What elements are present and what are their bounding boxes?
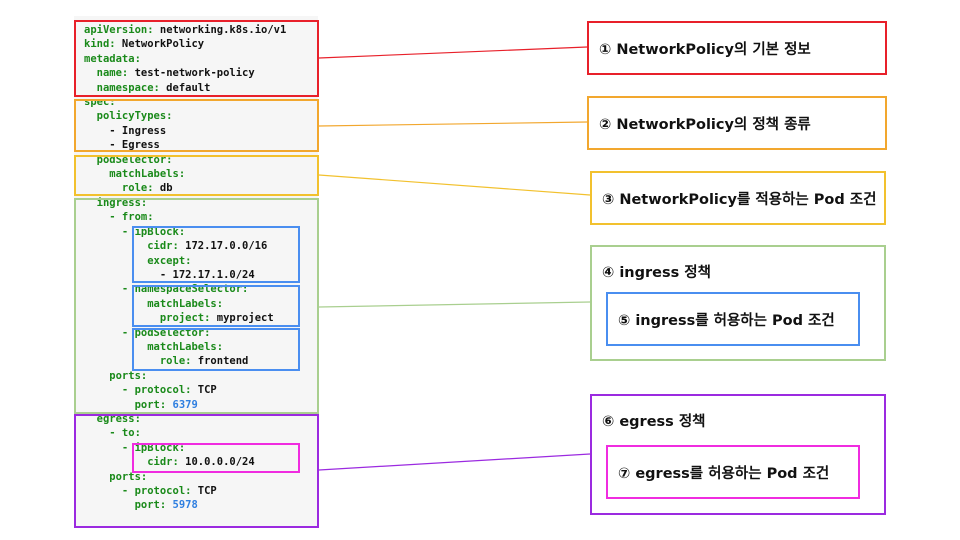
yaml-value: default bbox=[159, 81, 211, 94]
yaml-key: namespace: bbox=[84, 81, 160, 94]
yaml-number: 6379 bbox=[166, 398, 198, 411]
yaml-value: 10.0.0.0/24 bbox=[178, 456, 255, 469]
code-line: - protocol: TCP bbox=[84, 383, 286, 397]
pod-selector-section-box bbox=[74, 155, 319, 196]
ingress-pod-selector-box bbox=[132, 328, 300, 371]
code-line: port: 5978 bbox=[84, 498, 286, 512]
code-line: - Ingress bbox=[84, 124, 286, 138]
code-line: - protocol: TCP bbox=[84, 484, 286, 498]
code-line: port: 6379 bbox=[84, 398, 286, 412]
yaml-value: myproject bbox=[210, 312, 274, 325]
yaml-key: apiVersion: bbox=[84, 24, 154, 36]
label-egress-pods: ⑦ egress를 허용하는 Pod 조건 bbox=[606, 445, 860, 499]
yaml-value: - Egress bbox=[84, 139, 160, 152]
yaml-value: 172.17.0.0/16 bbox=[178, 240, 268, 253]
yaml-key: metadata: bbox=[84, 52, 141, 65]
code-line: metadata: bbox=[84, 52, 286, 66]
yaml-key: - to: bbox=[84, 427, 141, 440]
yaml-key: policyTypes: bbox=[84, 110, 173, 123]
yaml-value: frontend bbox=[191, 355, 249, 368]
yaml-key: cidr: bbox=[84, 456, 179, 469]
code-line: cidr: 10.0.0.0/24 bbox=[84, 455, 286, 469]
egress-section-box bbox=[74, 414, 319, 528]
code-line: role: db bbox=[84, 181, 286, 195]
egress-ipblock-box bbox=[132, 443, 300, 473]
ingress-section-box bbox=[74, 198, 319, 414]
ingress-ipblock-box bbox=[132, 226, 300, 283]
policy-types-section-box bbox=[74, 99, 319, 152]
yaml-key: ports: bbox=[84, 470, 148, 483]
code-line: ports: bbox=[84, 369, 286, 383]
yaml-value: - Ingress bbox=[84, 124, 167, 137]
code-line: - to: bbox=[84, 426, 286, 440]
ingress-policy-title: ④ ingress 정책 bbox=[602, 265, 711, 281]
connector-egress bbox=[318, 453, 591, 471]
label-pod-selector: ③ NetworkPolicy를 적용하는 Pod 조건 bbox=[590, 171, 886, 225]
label-policy-types: ② NetworkPolicy의 정책 종류 bbox=[587, 96, 887, 150]
yaml-key: role: bbox=[84, 182, 154, 195]
code-line: except: bbox=[84, 254, 286, 268]
yaml-key: role: bbox=[84, 355, 192, 368]
yaml-key: project: bbox=[84, 312, 211, 325]
yaml-key: - from: bbox=[84, 211, 154, 224]
connector-ingress bbox=[318, 301, 591, 308]
yaml-key: matchLabels: bbox=[84, 168, 186, 181]
code-line: project: myproject bbox=[84, 311, 286, 325]
yaml-key: except: bbox=[84, 254, 192, 267]
yaml-key: - protocol: bbox=[84, 485, 192, 497]
yaml-key: port: bbox=[84, 398, 167, 411]
yaml-key: matchLabels: bbox=[84, 297, 224, 310]
yaml-value: - 172.17.1.0/24 bbox=[84, 268, 255, 281]
yaml-key: matchLabels: bbox=[84, 340, 224, 353]
ingress-namespace-selector-box bbox=[132, 285, 300, 327]
code-line: namespace: default bbox=[84, 81, 286, 95]
connector-basic bbox=[318, 46, 588, 59]
yaml-code-panel bbox=[74, 16, 318, 528]
code-line: role: frontend bbox=[84, 354, 286, 368]
code-line: - ipBlock: bbox=[84, 225, 286, 239]
code-line: - 172.17.1.0/24 bbox=[84, 268, 286, 282]
code-line: cidr: 172.17.0.0/16 bbox=[84, 239, 286, 253]
yaml-value: NetworkPolicy bbox=[115, 38, 205, 51]
label-ingress-pods: ⑤ ingress를 허용하는 Pod 조건 bbox=[606, 292, 860, 346]
yaml-value: networking.k8s.io/v1 bbox=[153, 24, 287, 36]
code-line: policyTypes: bbox=[84, 109, 286, 123]
yaml-key: - ipBlock: bbox=[84, 225, 186, 238]
code-line: name: test-network-policy bbox=[84, 66, 286, 80]
yaml-value: db bbox=[153, 182, 173, 195]
connector-selector bbox=[318, 174, 591, 196]
egress-policy-title: ⑥ egress 정책 bbox=[602, 414, 706, 430]
code-line: - from: bbox=[84, 210, 286, 224]
yaml-key: cidr: bbox=[84, 240, 179, 253]
code-line: - Egress bbox=[84, 138, 286, 152]
code-line: matchLabels: bbox=[84, 340, 286, 354]
yaml-key: kind: bbox=[84, 38, 116, 51]
yaml-key: ports: bbox=[84, 369, 148, 382]
yaml-key: - protocol: bbox=[84, 384, 192, 397]
metadata-section-box bbox=[74, 20, 319, 97]
yaml-value: TCP bbox=[191, 384, 217, 397]
yaml-key: port: bbox=[84, 499, 167, 512]
yaml-number: 5978 bbox=[166, 499, 198, 512]
code-line: ports: bbox=[84, 470, 286, 484]
code-line: apiVersion: networking.k8s.io/v1 bbox=[84, 23, 286, 37]
yaml-value: TCP bbox=[191, 485, 217, 497]
yaml-key: name: bbox=[84, 67, 129, 80]
yaml-value: test-network-policy bbox=[128, 67, 255, 80]
label-basic-info: ① NetworkPolicy의 기본 정보 bbox=[587, 21, 887, 75]
code-line: kind: NetworkPolicy bbox=[84, 37, 286, 51]
connector-types bbox=[318, 121, 588, 127]
code-line: matchLabels: bbox=[84, 167, 286, 181]
code-line: matchLabels: bbox=[84, 297, 286, 311]
